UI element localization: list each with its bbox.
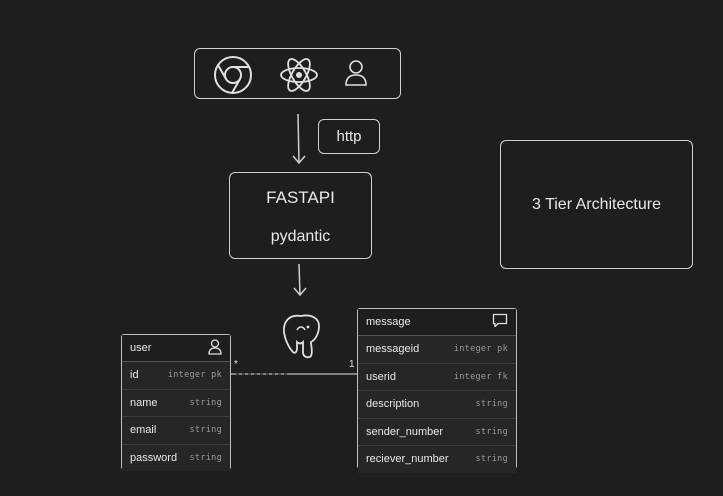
arrow-client-to-api <box>292 113 306 165</box>
table-title: user <box>130 342 152 354</box>
chrome-icon <box>213 55 253 100</box>
column-name: name <box>130 396 158 409</box>
table-row: reciever_number string <box>358 446 516 473</box>
relation-cardinality-many: * <box>234 359 238 370</box>
column-type: string <box>475 426 508 437</box>
user-icon <box>343 59 369 92</box>
column-name: description <box>366 398 420 411</box>
api-title: FASTAPI <box>266 188 335 207</box>
column-name: messageid <box>366 343 420 356</box>
column-name: email <box>130 424 157 437</box>
architecture-title-box: 3 Tier Architecture <box>500 140 693 269</box>
column-name: reciever_number <box>366 453 449 466</box>
table-row: email string <box>122 417 230 445</box>
column-type: string <box>475 399 508 410</box>
column-name: id <box>130 369 139 382</box>
column-type: string <box>189 425 222 436</box>
message-table: message messageid integer pk userid inte… <box>357 308 517 473</box>
message-icon <box>492 313 508 331</box>
table-header: user <box>122 335 230 362</box>
architecture-title: 3 Tier Architecture <box>532 195 661 213</box>
column-type: string <box>189 452 222 463</box>
table-row: name string <box>122 389 230 417</box>
react-icon <box>279 55 319 100</box>
api-subtitle: pydantic <box>270 228 331 245</box>
user-icon <box>208 338 222 358</box>
table-row: sender_number string <box>358 418 516 446</box>
table-row: id integer pk <box>122 362 230 390</box>
column-type: integer pk <box>167 370 222 381</box>
column-type: integer fk <box>453 371 508 382</box>
table-header: message <box>358 309 516 336</box>
table-row: password string <box>122 444 230 471</box>
column-name: userid <box>366 370 396 383</box>
api-box: FASTAPI pydantic <box>229 172 372 259</box>
http-label: http <box>336 128 362 145</box>
client-box <box>194 48 401 99</box>
table-row: description string <box>358 391 516 419</box>
column-name: password <box>130 451 178 464</box>
table-row: userid integer fk <box>358 363 516 391</box>
column-type: integer pk <box>453 344 508 355</box>
column-type: string <box>475 454 508 465</box>
arrow-api-to-database <box>293 263 307 297</box>
table-row: messageid integer pk <box>358 336 516 364</box>
postgresql-icon <box>283 314 320 359</box>
user-table: user id integer pk name string email str… <box>121 334 231 471</box>
column-name: sender_number <box>366 425 444 438</box>
table-title: message <box>366 316 411 328</box>
column-type: string <box>189 397 222 408</box>
relation-cardinality-one: 1 <box>349 359 355 370</box>
http-label-box: http <box>318 119 380 154</box>
